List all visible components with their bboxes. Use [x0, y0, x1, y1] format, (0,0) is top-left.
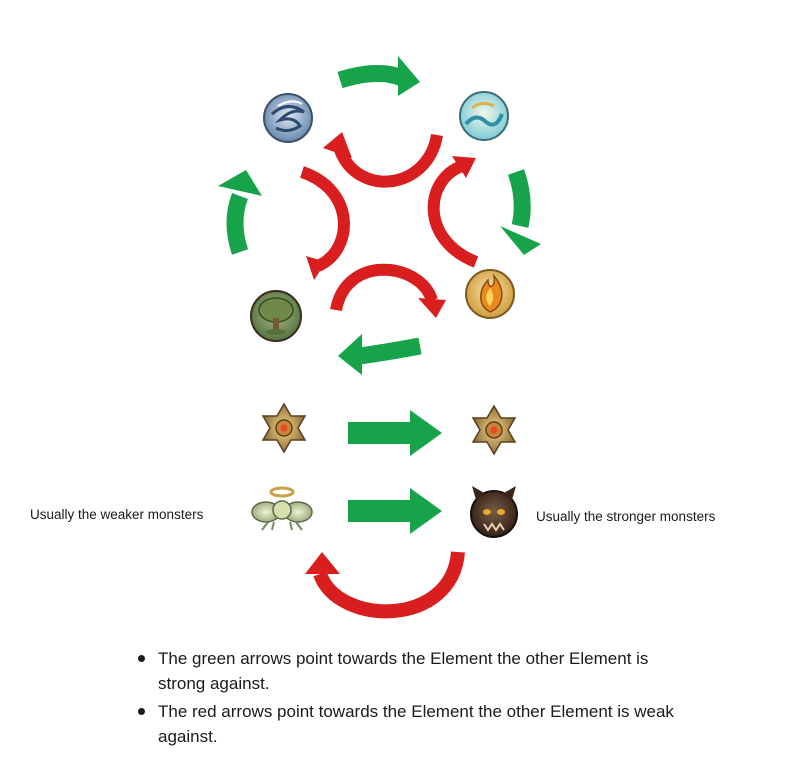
fire-flame-icon: [465, 269, 515, 319]
red-arc-top: [323, 132, 443, 188]
weaker-monsters-label: Usually the weaker monsters: [30, 507, 204, 522]
green-arrow-tree-to-wind: [218, 170, 262, 255]
green-arrow-wind-to-water: [337, 56, 420, 96]
light-star-icon-right: [471, 404, 517, 456]
green-arrow-holy-to-dark: [348, 488, 442, 534]
red-arc-dark-to-holy: [305, 551, 465, 619]
stronger-monsters-label: Usually the stronger monsters: [536, 509, 716, 524]
note-green-arrows: The green arrows point towards the Eleme…: [138, 646, 698, 696]
water-wave-icon: [459, 91, 509, 141]
tree-icon: [250, 290, 302, 342]
green-arrow-light: [348, 410, 442, 456]
note-red-arrows: The red arrows point towards the Element…: [138, 699, 698, 749]
wind-swirl-icon: [263, 93, 313, 143]
green-arrow-water-to-fire: [500, 169, 541, 255]
red-arc-left: [299, 166, 350, 280]
red-arc-bottom: [330, 263, 446, 318]
red-arc-right: [427, 156, 479, 268]
green-arrow-fire-to-tree: [338, 334, 422, 375]
legend-notes-list: The green arrows point towards the Eleme…: [138, 646, 698, 752]
light-star-icon-left: [261, 402, 307, 454]
dark-demon-icon: [470, 486, 518, 538]
element-cycle-diagram: [218, 56, 541, 619]
holy-winged-icon: [251, 486, 313, 531]
